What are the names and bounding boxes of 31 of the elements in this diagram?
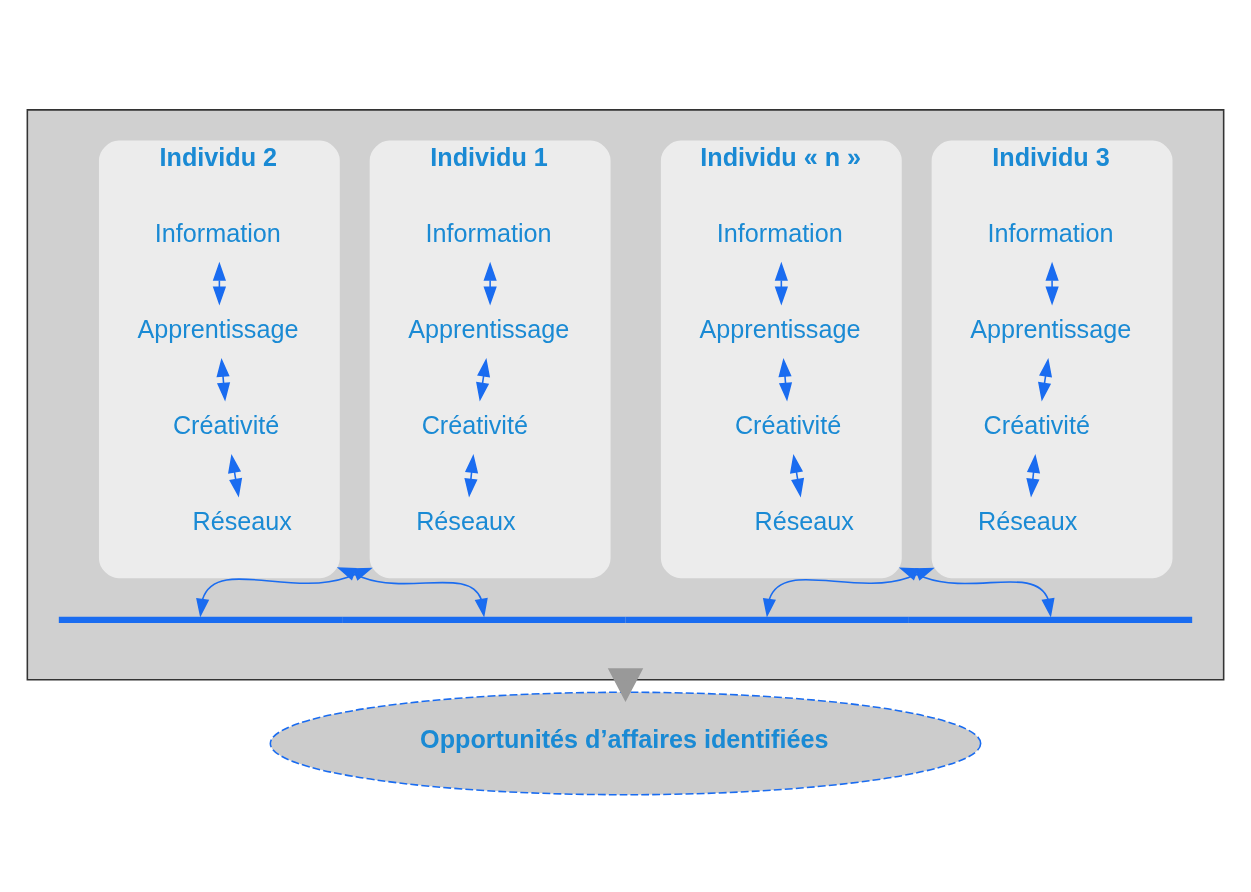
node-text: Créativité xyxy=(172,410,280,439)
cluster xyxy=(26,109,1225,681)
arrow xyxy=(607,668,644,703)
arrow xyxy=(228,453,243,498)
arrow xyxy=(212,261,226,306)
node-text: Créativité xyxy=(983,410,1090,439)
arrow xyxy=(774,261,788,306)
node-text: Réseaux xyxy=(192,506,292,535)
node-text: Apprentissage xyxy=(699,314,861,343)
node-text: Créativité xyxy=(734,410,842,439)
arrow xyxy=(464,453,479,498)
node-text: Information xyxy=(716,218,843,247)
node-text: Apprentissage xyxy=(408,314,570,343)
node-text: Réseaux xyxy=(978,506,1078,535)
node-text: Créativité xyxy=(421,410,528,439)
node-text: Apprentissage xyxy=(970,314,1132,343)
node-text: Apprentissage xyxy=(137,314,299,343)
arrow xyxy=(483,261,497,306)
node-text: Information xyxy=(425,218,552,247)
node-text: Information xyxy=(987,218,1114,247)
node-ellipse: Opportunités d’affaires identifiées xyxy=(269,691,982,796)
arrow xyxy=(476,357,491,402)
arrow xyxy=(790,453,805,498)
arrow xyxy=(216,357,231,402)
node-text: Réseaux xyxy=(416,506,516,535)
node-text: Information xyxy=(154,218,281,247)
node-text: Réseaux xyxy=(754,506,854,535)
arrow xyxy=(1026,453,1041,498)
arrow xyxy=(778,357,793,402)
arrow xyxy=(1045,261,1059,306)
arrow xyxy=(1038,357,1053,402)
